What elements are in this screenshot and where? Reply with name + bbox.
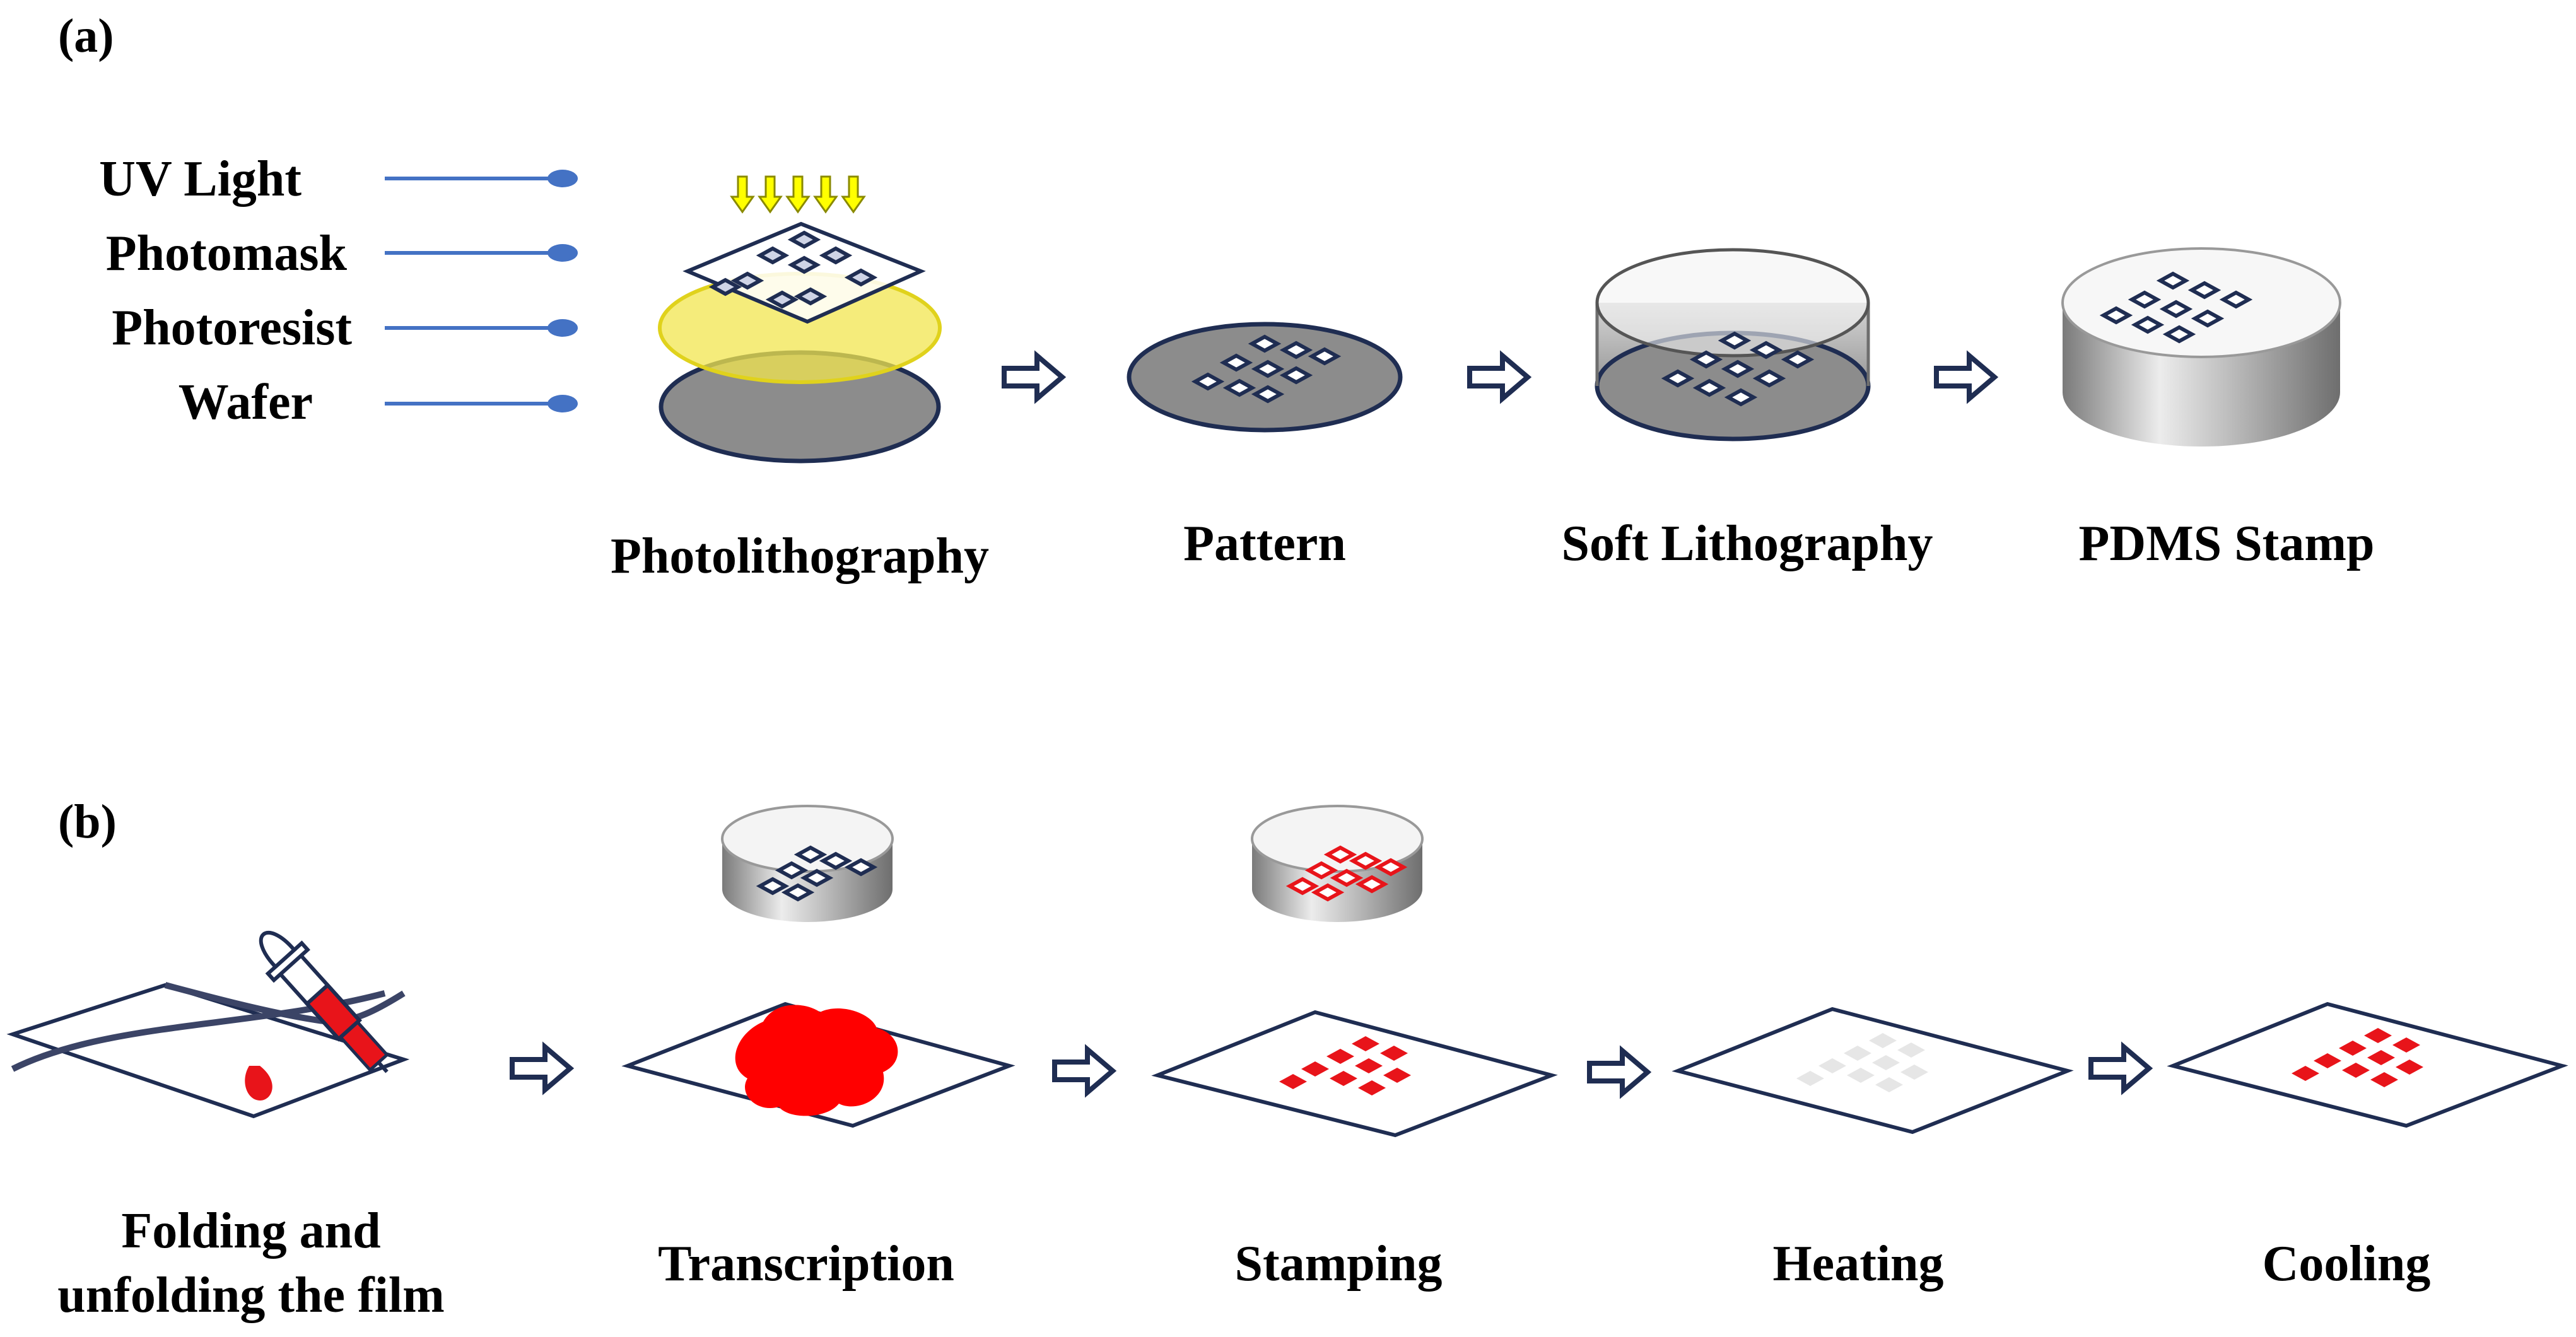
step-label-soft-lithography: Soft Lithography [1562, 516, 1933, 571]
blood-spot [735, 1005, 898, 1116]
stamp-small-red [1251, 805, 1424, 922]
uv-arrow-3 [785, 175, 811, 214]
layer-label-photomask: Photomask [106, 226, 348, 281]
panel-a-label: (a) [58, 9, 114, 62]
leader-dot-photoresist [547, 319, 578, 337]
transcription-step [621, 805, 1016, 1128]
layer-label-photoresist: Photoresist [112, 300, 352, 356]
leader-lines [385, 177, 555, 406]
uv-arrow-2 [758, 175, 783, 214]
stamping-step [1151, 805, 1558, 1138]
photolithography-stack [658, 175, 942, 464]
uv-arrow-4 [813, 175, 838, 214]
panel-b-label: (b) [58, 795, 117, 848]
step-label-stamping: Stamping [1235, 1236, 1443, 1292]
uv-arrow-5 [841, 175, 866, 214]
film-sheet-stamping [1151, 1010, 1558, 1138]
blood-drop [245, 1066, 272, 1101]
pdms-stamp [2061, 247, 2341, 447]
step-label-photolithography: Photolithography [611, 528, 989, 584]
film-sheet [6, 983, 410, 1119]
step-label-folding-line2: unfolding the film [57, 1268, 444, 1323]
leader-dot-wafer [547, 395, 578, 412]
flow-arrow-b2 [1055, 1049, 1113, 1092]
uv-light-arrows [730, 175, 866, 214]
layer-label-wafer: Wafer [179, 375, 313, 430]
step-label-folding-line1: Folding and [121, 1203, 380, 1259]
film-sheet-heating [1671, 1007, 2074, 1135]
flow-arrow-a1 [1004, 356, 1062, 399]
pattern-wafer [1127, 322, 1403, 433]
flow-arrow-b3 [1590, 1051, 1648, 1094]
folding-film [6, 930, 410, 1119]
flow-arrow-a2 [1470, 356, 1528, 399]
step-label-pdms-stamp: PDMS Stamp [2079, 516, 2375, 571]
soft-lithography-dish [1595, 248, 1871, 441]
step-label-cooling: Cooling [2263, 1236, 2431, 1292]
flow-arrow-b1 [512, 1047, 570, 1090]
flow-arrow-a3 [1936, 356, 1994, 399]
layer-label-uv-light: UV Light [99, 151, 302, 207]
flow-arrow-b4 [2091, 1047, 2149, 1090]
film-fold-curve-2 [164, 982, 406, 1025]
film-sheet-cooling [2167, 1001, 2568, 1128]
step-label-transcription: Transcription [658, 1236, 954, 1292]
dropper-icon [259, 930, 390, 1073]
step-label-heating: Heating [1772, 1236, 1943, 1292]
heating-step [1671, 1007, 2074, 1135]
uv-arrow-1 [730, 175, 755, 214]
cooling-step [2167, 1001, 2568, 1128]
leader-dot-photomask [547, 244, 578, 262]
stamp-small-1 [721, 805, 894, 922]
layer-legend: UV Light Photomask Photoresist Wafer [99, 151, 578, 430]
step-label-pattern: Pattern [1183, 516, 1346, 571]
leader-dot-uv-light [547, 170, 578, 187]
